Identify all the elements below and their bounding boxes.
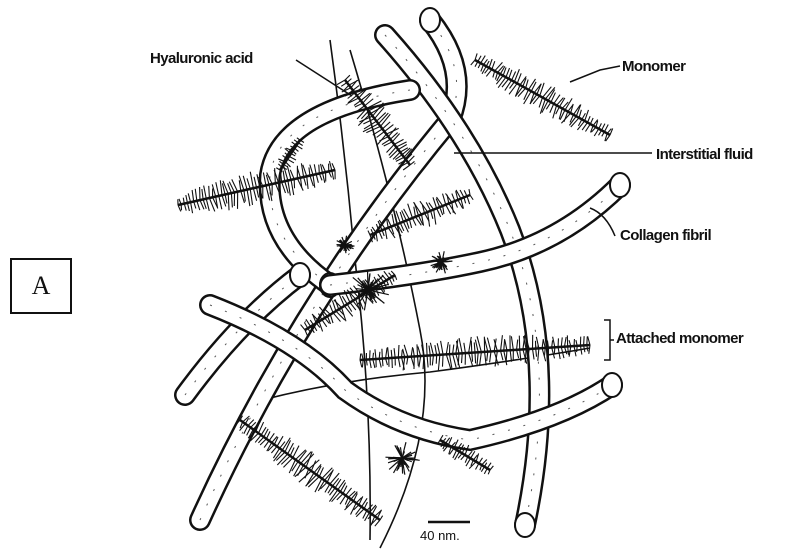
scale-bar-label: 40 nm. bbox=[420, 528, 460, 543]
proteoglycan-monomer bbox=[178, 161, 335, 213]
label-attached-monomer: Attached monomer bbox=[616, 330, 743, 347]
proteoglycan-monomer bbox=[234, 416, 382, 526]
label-interstitial-fluid: Interstitial fluid bbox=[656, 146, 753, 163]
leader-attached-monomer bbox=[604, 320, 614, 360]
label-monomer: Monomer bbox=[622, 58, 685, 75]
monomer-attachment-cluster bbox=[385, 442, 419, 475]
label-hyaluronic-acid: Hyaluronic acid bbox=[150, 50, 253, 67]
panel-letter: A bbox=[32, 271, 51, 301]
label-collagen-fibril: Collagen fibril bbox=[620, 227, 711, 244]
panel-label-box: A bbox=[10, 258, 72, 314]
proteoglycan-monomer bbox=[471, 53, 613, 141]
leader-hyaluronic-acid bbox=[296, 60, 352, 96]
leader-monomer bbox=[570, 66, 620, 82]
